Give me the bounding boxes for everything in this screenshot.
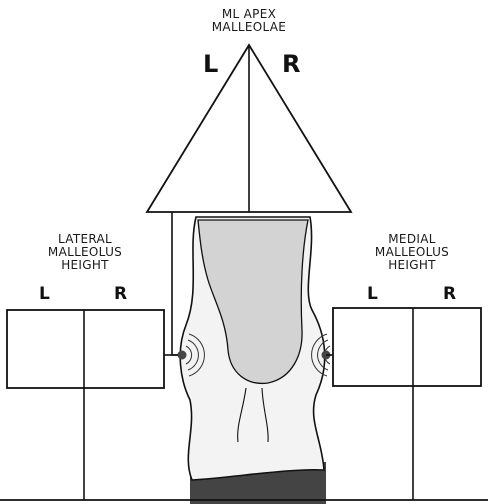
medial-height-box: [333, 308, 481, 386]
medial-left-label: L: [367, 284, 378, 304]
lateral-malleolus-dot: [178, 351, 187, 360]
apex-right-label: R: [282, 50, 300, 78]
lateral-right-label: R: [114, 284, 127, 304]
lateral-left-label: L: [39, 284, 50, 304]
lateral-title: LATERAL MALLEOLUS HEIGHT: [30, 233, 140, 272]
apex-title: ML APEX MALLEOLAE: [199, 8, 299, 34]
lateral-height-box: [7, 310, 164, 388]
medial-title: MEDIAL MALLEOLUS HEIGHT: [357, 233, 467, 272]
medial-title-line3: HEIGHT: [357, 259, 467, 272]
apex-connector: [172, 212, 178, 355]
medial-right-label: R: [443, 284, 456, 304]
apex-left-label: L: [203, 50, 218, 78]
lateral-title-line3: HEIGHT: [30, 259, 140, 272]
apex-title-line2: MALLEOLAE: [199, 21, 299, 34]
